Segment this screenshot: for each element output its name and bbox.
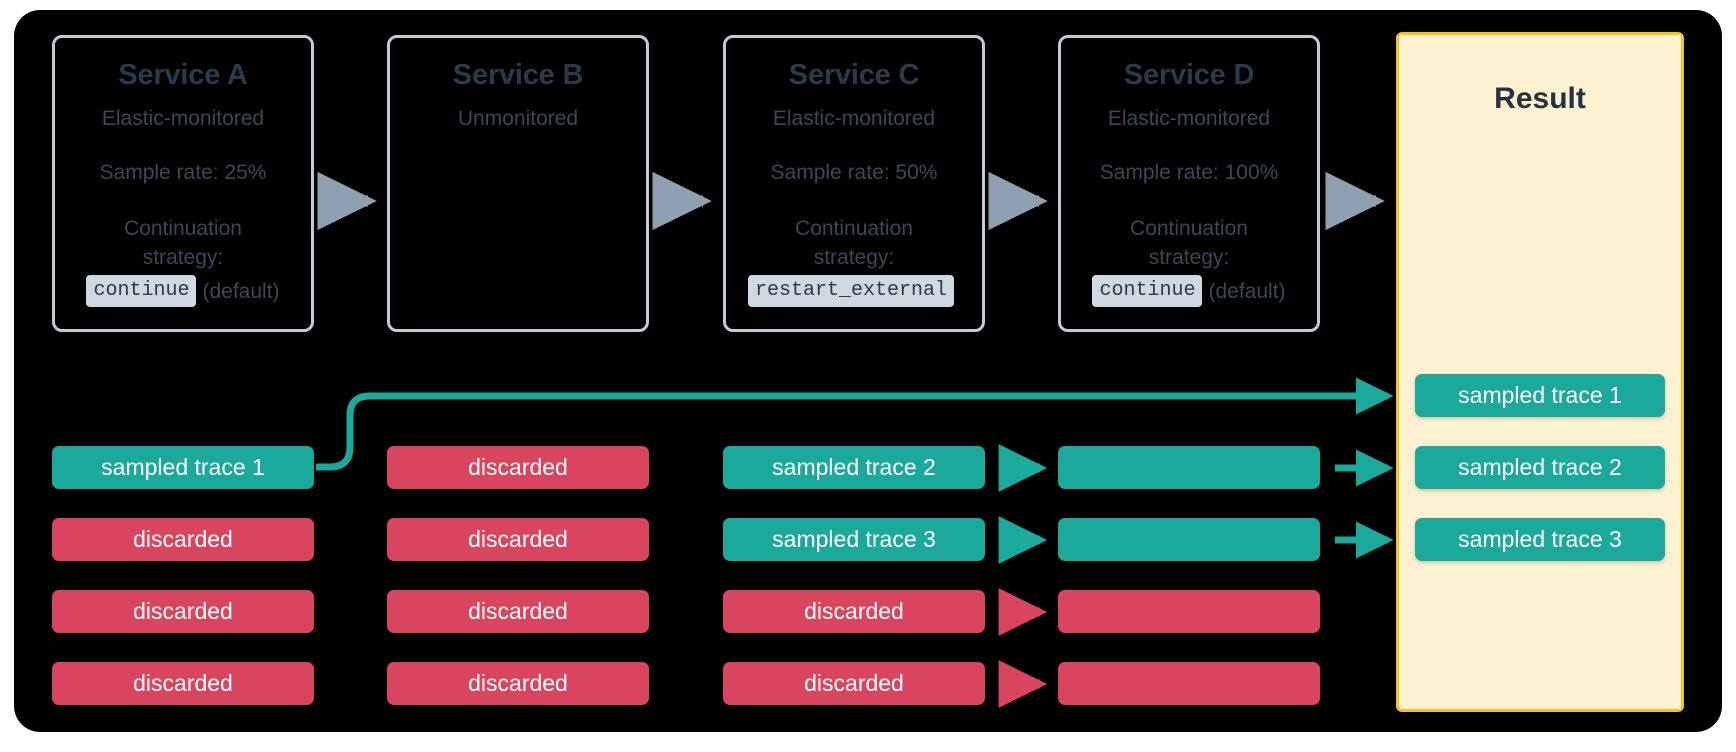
strategy-label-line2: strategy:	[142, 246, 224, 269]
trace-pill-b-1: discarded	[387, 446, 649, 489]
service-continuation-strategy: Continuation strategy: restart_external	[726, 214, 982, 307]
trace-pill-a-2: discarded	[52, 518, 314, 561]
trace-pill-d-1	[1058, 446, 1320, 489]
trace-pill-d-3	[1058, 590, 1320, 633]
result-pill-3: sampled trace 3	[1415, 518, 1665, 561]
pill-label: sampled trace 1	[1458, 382, 1622, 408]
service-monitoring-status: Elastic-monitored	[101, 107, 265, 130]
trace-pill-b-2: discarded	[387, 518, 649, 561]
strategy-code-chip: continue	[1092, 275, 1203, 307]
service-title: Service D	[1123, 59, 1255, 91]
strategy-value-row: restart_external	[726, 275, 982, 307]
trace-pill-a-1: sampled trace 1	[52, 446, 314, 489]
result-pill-1: sampled trace 1	[1415, 374, 1665, 417]
trace-pill-c-3: discarded	[723, 590, 985, 633]
strategy-default-note: (default)	[1208, 279, 1286, 303]
trace-pill-d-2	[1058, 518, 1320, 561]
service-monitoring-status: Unmonitored	[457, 107, 579, 130]
service-sample-rate: Sample rate: 25%	[99, 161, 267, 184]
strategy-label-line2: strategy:	[813, 246, 895, 269]
strategy-label-line1: Continuation	[124, 217, 242, 240]
pill-label: discarded	[468, 670, 568, 696]
pill-label: sampled trace 3	[772, 526, 936, 552]
service-box-c: Service C Elastic-monitored Sample rate:…	[723, 35, 985, 332]
service-title: Service A	[118, 59, 248, 91]
pill-label: discarded	[468, 526, 568, 552]
result-title: Result	[1494, 82, 1586, 115]
pill-label: discarded	[133, 526, 233, 552]
trace-pill-a-3: discarded	[52, 590, 314, 633]
service-continuation-strategy: Continuation strategy: continue(default)	[55, 214, 311, 307]
service-monitoring-status: Elastic-monitored	[772, 107, 936, 130]
strategy-default-note: (default)	[202, 279, 280, 303]
trace-pill-c-2: sampled trace 3	[723, 518, 985, 561]
service-sample-rate: Sample rate: 50%	[770, 161, 938, 184]
strategy-code-chip: restart_external	[747, 275, 955, 307]
pill-label: discarded	[804, 598, 904, 624]
trace-pill-d-4	[1058, 662, 1320, 705]
pill-label: sampled trace 3	[1458, 526, 1622, 552]
trace-pill-c-4: discarded	[723, 662, 985, 705]
strategy-value-row: continue(default)	[55, 275, 311, 307]
pill-label: sampled trace 1	[101, 454, 265, 480]
trace-pill-b-4: discarded	[387, 662, 649, 705]
pill-label: discarded	[468, 598, 568, 624]
service-box-b: Service B Unmonitored	[387, 35, 649, 332]
service-sample-rate: Sample rate: 100%	[1099, 161, 1279, 184]
strategy-code-chip: continue	[86, 275, 197, 307]
pill-label: sampled trace 2	[1458, 454, 1622, 480]
service-continuation-strategy: Continuation strategy: continue(default)	[1061, 214, 1317, 307]
pill-label: discarded	[804, 670, 904, 696]
pill-label: sampled trace 2	[772, 454, 936, 480]
trace-pill-b-3: discarded	[387, 590, 649, 633]
trace-pill-a-4: discarded	[52, 662, 314, 705]
service-monitoring-status: Elastic-monitored	[1107, 107, 1271, 130]
pill-label: discarded	[133, 598, 233, 624]
service-title: Service B	[452, 59, 584, 91]
service-box-d: Service D Elastic-monitored Sample rate:…	[1058, 35, 1320, 332]
trace-pill-c-1: sampled trace 2	[723, 446, 985, 489]
result-pill-2: sampled trace 2	[1415, 446, 1665, 489]
pill-label: discarded	[133, 670, 233, 696]
pill-label: discarded	[468, 454, 568, 480]
strategy-value-row: continue(default)	[1061, 275, 1317, 307]
service-title: Service C	[788, 59, 920, 91]
service-box-a: Service A Elastic-monitored Sample rate:…	[52, 35, 314, 332]
strategy-label-line2: strategy:	[1148, 246, 1230, 269]
strategy-label-line1: Continuation	[1130, 217, 1248, 240]
strategy-label-line1: Continuation	[795, 217, 913, 240]
result-panel: Result	[1396, 32, 1684, 712]
